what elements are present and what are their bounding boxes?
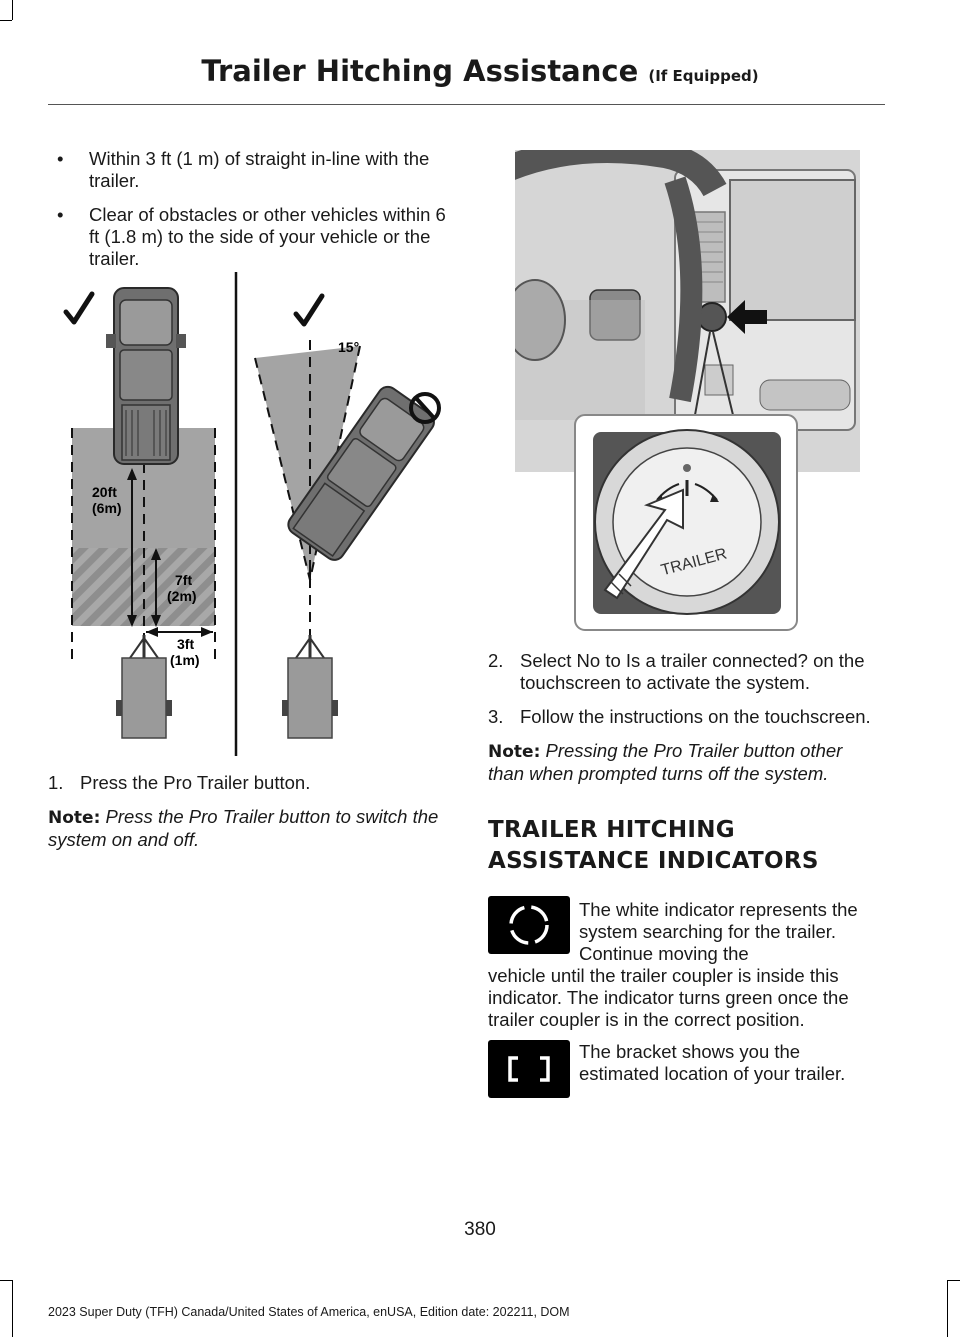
truck-icon — [287, 385, 435, 561]
bullet-mark: • — [57, 204, 64, 225]
section-heading-line: ASSISTANCE INDICATORS — [488, 848, 819, 874]
check-icon — [63, 291, 95, 325]
crop-mark — [947, 1280, 960, 1281]
list-item: • Within 3 ft (1 m) of straight in-line … — [48, 148, 453, 192]
bullet-mark: • — [57, 148, 64, 169]
crop-mark — [12, 0, 13, 20]
search-indicator-icon — [488, 896, 570, 954]
press-arrow-icon — [603, 488, 684, 600]
note-text: Press the Pro Trailer button to switch t… — [48, 806, 439, 850]
arrow-icon — [727, 300, 767, 334]
step-text: Follow the instructions on the touchscre… — [520, 706, 871, 727]
step-number: 3. — [488, 706, 504, 727]
distance-label: 7ft — [175, 572, 192, 588]
section-subtitle: (If Equipped) — [648, 67, 759, 85]
header-divider — [48, 104, 885, 105]
left-steps: 1. Press the Pro Trailer button. Note: P… — [48, 772, 453, 863]
step-text: Select No to Is a trailer connected? on … — [520, 650, 865, 693]
page-number: 380 — [464, 1219, 496, 1240]
prohibited-icon — [409, 392, 441, 424]
bullet-text: Clear of obstacles or other vehicles wit… — [89, 204, 446, 269]
distance-label: (6m) — [92, 500, 122, 516]
note-text: Pressing the Pro Trailer button other th… — [488, 740, 843, 784]
distance-label: 3ft — [177, 636, 194, 652]
indicator-1-text-cont: vehicle until the trailer coupler is ins… — [488, 965, 849, 1030]
check-icon — [293, 293, 325, 327]
indicator-2-text: The bracket shows you the estimated loca… — [579, 1041, 846, 1084]
truck-icon — [106, 287, 186, 465]
bracket-indicator-icon — [488, 1040, 570, 1098]
distance-label: (1m) — [170, 652, 200, 668]
indicator-1-text-wrap: The white indicator represents the syste… — [579, 899, 858, 964]
step-2: 2. Select No to Is a trailer connected? … — [488, 650, 882, 694]
crop-mark — [12, 1280, 13, 1337]
section-heading: TRAILER HITCHING ASSISTANCE INDICATORS — [488, 815, 882, 877]
step-number: 2. — [488, 650, 504, 671]
page-footer: 2023 Super Duty (TFH) Canada/United Stat… — [48, 1305, 570, 1319]
pro-trailer-button-diagram: TRAILER — [515, 150, 860, 631]
section-heading-line: TRAILER HITCHING — [488, 817, 735, 843]
crop-mark — [947, 1280, 948, 1337]
crop-mark — [0, 1280, 12, 1281]
page-title: Trailer Hitching Assistance (If Equipped… — [0, 54, 960, 88]
alignment-diagram: 20ft (6m) 7ft (2m) 3ft (1m) 15° — [63, 272, 441, 756]
note-1: Note: Press the Pro Trailer button to sw… — [48, 806, 453, 851]
crop-mark — [0, 20, 12, 21]
pro-trailer-knob — [697, 302, 727, 332]
step-3: 3. Follow the instructions on the touchs… — [488, 706, 882, 728]
angle-label: 15° — [338, 339, 359, 355]
section-title: Trailer Hitching Assistance — [201, 54, 639, 88]
trailer-icon — [116, 635, 172, 739]
step-text: Press the Pro Trailer button. — [80, 772, 311, 793]
bullet-text: Within 3 ft (1 m) of straight in-line wi… — [89, 148, 430, 191]
list-item: • Clear of obstacles or other vehicles w… — [48, 204, 453, 270]
note-2: Note: Pressing the Pro Trailer button ot… — [488, 740, 882, 785]
distance-label: 20ft — [92, 484, 117, 500]
step-1: 1. Press the Pro Trailer button. — [48, 772, 453, 794]
trailer-icon — [282, 635, 338, 739]
distance-label: (2m) — [167, 588, 197, 604]
left-column: • Within 3 ft (1 m) of straight in-line … — [48, 148, 453, 282]
step-number: 1. — [48, 772, 64, 793]
note-label: Note: — [488, 742, 541, 762]
note-label: Note: — [48, 808, 101, 828]
right-column: 2. Select No to Is a trailer connected? … — [488, 650, 882, 893]
allowed-angle-zone — [255, 346, 360, 580]
